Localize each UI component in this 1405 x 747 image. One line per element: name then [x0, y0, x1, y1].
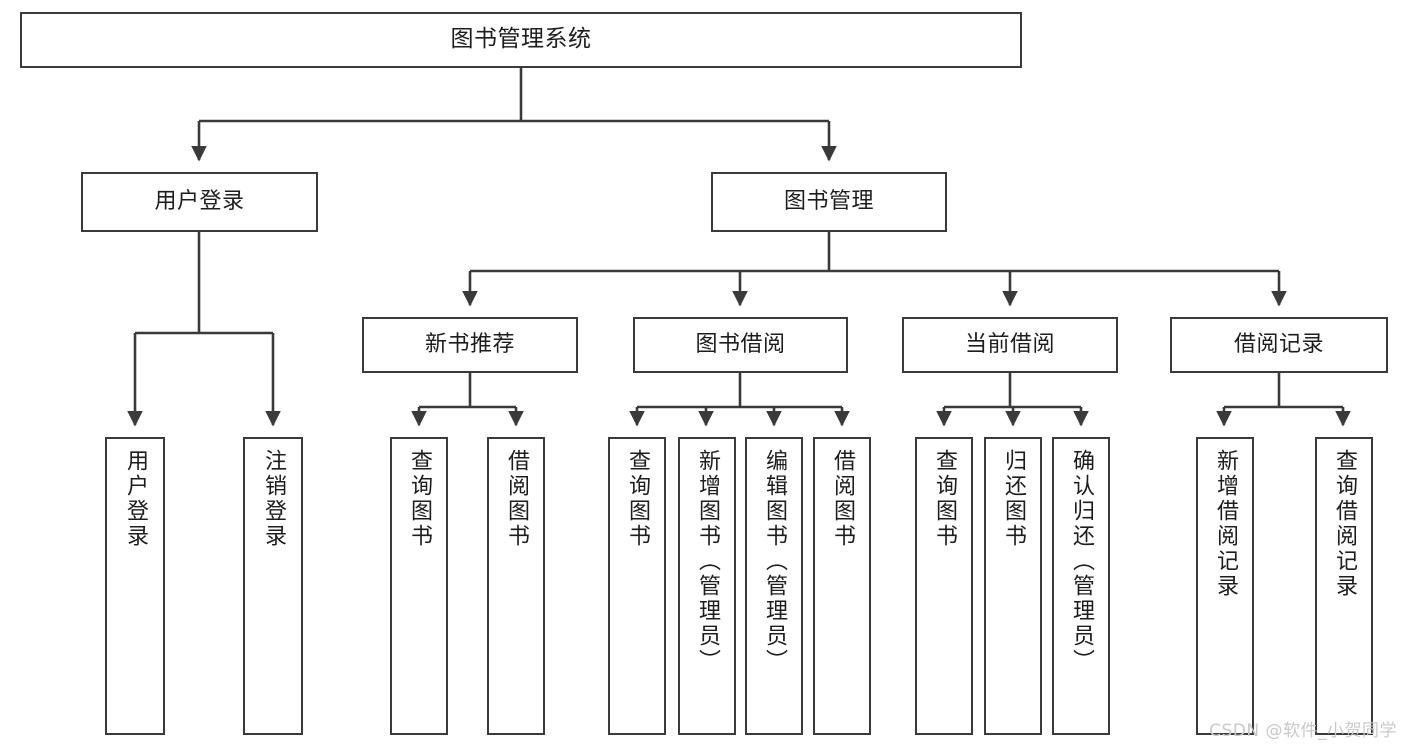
node-label: 查询图书	[932, 449, 957, 549]
node-leaf-query-book-2[interactable]: 查询图书	[608, 437, 666, 735]
node-label: 用户登录	[154, 189, 245, 215]
node-leaf-borrow-book-2[interactable]: 借阅图书	[813, 437, 871, 735]
node-user-login[interactable]: 用户登录	[81, 172, 318, 232]
node-book-manage[interactable]: 图书管理	[711, 172, 947, 232]
node-leaf-add-record[interactable]: 新增借阅记录	[1196, 437, 1254, 735]
node-label: 借阅图书	[504, 449, 529, 549]
node-leaf-user-login[interactable]: 用户登录	[105, 437, 165, 735]
watermark-csdn: CSDN @软件_小贺同学	[1209, 721, 1397, 741]
node-leaf-query-book-1[interactable]: 查询图书	[390, 437, 448, 735]
node-leaf-query-book-3[interactable]: 查询图书	[915, 437, 973, 735]
node-label: 归还图书	[1001, 449, 1026, 549]
node-label: 新增图书（管理员）	[695, 449, 720, 674]
node-label: 查询图书	[625, 449, 650, 549]
node-new-book-recommend[interactable]: 新书推荐	[362, 317, 578, 373]
node-leaf-return-book[interactable]: 归还图书	[984, 437, 1042, 735]
node-leaf-edit-book[interactable]: 编辑图书（管理员）	[745, 437, 803, 735]
node-label: 借阅记录	[1233, 332, 1324, 358]
node-label: 新书推荐	[424, 332, 515, 358]
node-label: 图书借阅	[695, 332, 786, 358]
node-label: 当前借阅	[964, 332, 1055, 358]
node-leaf-add-book[interactable]: 新增图书（管理员）	[678, 437, 736, 735]
node-leaf-query-record[interactable]: 查询借阅记录	[1315, 437, 1373, 735]
node-label: 图书管理	[783, 189, 874, 215]
node-root-system[interactable]: 图书管理系统	[20, 12, 1022, 68]
node-label: 查询借阅记录	[1332, 449, 1357, 599]
node-label: 确认归还（管理员）	[1069, 449, 1094, 674]
node-label: 新增借阅记录	[1213, 449, 1238, 599]
node-label: 图书管理系统	[450, 26, 592, 53]
node-label: 查询图书	[407, 449, 432, 549]
node-label: 用户登录	[123, 449, 148, 549]
node-leaf-confirm-return[interactable]: 确认归还（管理员）	[1052, 437, 1110, 735]
node-label: 编辑图书（管理员）	[762, 449, 787, 674]
node-book-borrow[interactable]: 图书借阅	[633, 317, 848, 373]
node-label: 借阅图书	[830, 449, 855, 549]
node-borrow-record[interactable]: 借阅记录	[1170, 317, 1388, 373]
node-current-borrow[interactable]: 当前借阅	[902, 317, 1118, 373]
node-label: 注销登录	[261, 449, 286, 549]
node-leaf-logout-login[interactable]: 注销登录	[243, 437, 303, 735]
node-leaf-borrow-book-1[interactable]: 借阅图书	[487, 437, 545, 735]
